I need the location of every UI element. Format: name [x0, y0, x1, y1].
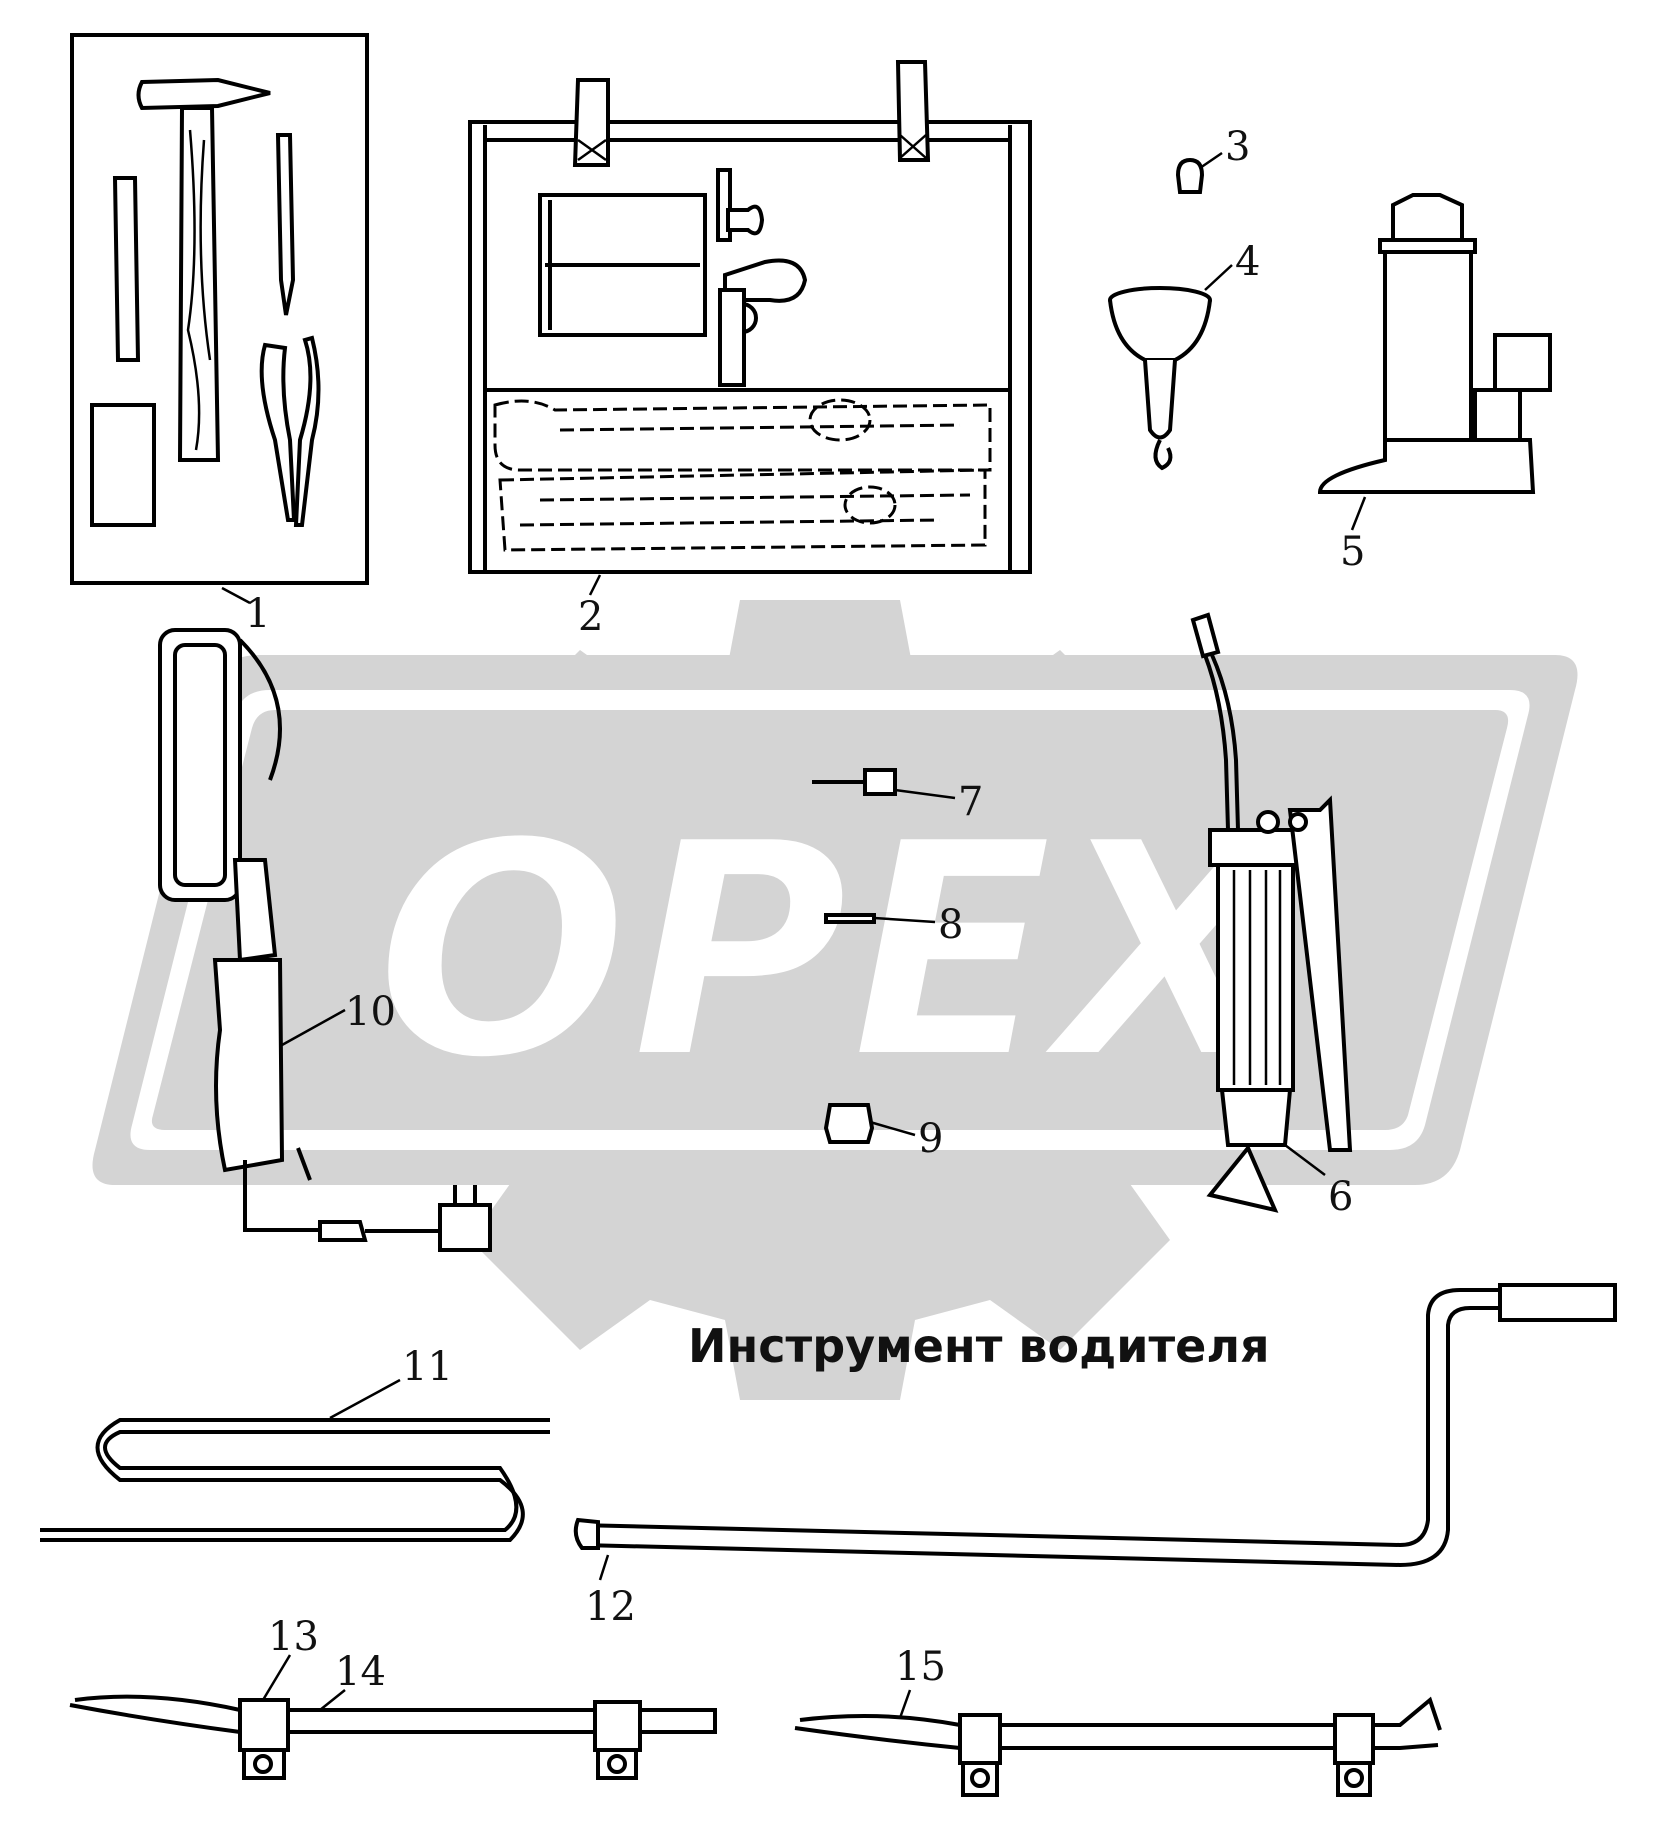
hydraulic-jack-icon — [1317, 193, 1552, 494]
callout-9: 9 — [918, 1116, 943, 1162]
watermark: OPEX — [92, 600, 1578, 1400]
callout-8: 8 — [938, 902, 963, 948]
chisel-icon — [112, 176, 141, 362]
hand-tools-kit — [70, 33, 369, 585]
callout-2: 2 — [578, 594, 603, 640]
watermark-text: OPEX — [374, 777, 1298, 1126]
small-part-9 — [823, 1103, 875, 1144]
callout-3: 3 — [1225, 124, 1250, 170]
crank-handle-icon — [573, 1283, 1617, 1568]
callout-12: 12 — [585, 1584, 636, 1630]
work-lamp-icon — [158, 628, 320, 1232]
leader-lines — [221, 151, 1367, 1719]
small-part-7 — [812, 768, 897, 796]
punch-icon — [275, 133, 296, 316]
callouts: 1 2 3 4 5 6 7 8 9 10 11 12 13 14 15 — [245, 124, 1365, 1695]
callout-1: 1 — [245, 591, 270, 637]
tire-lever-15 — [794, 1696, 1442, 1797]
funnel-icon — [1108, 286, 1212, 471]
callout-7: 7 — [958, 779, 983, 825]
callout-15: 15 — [895, 1644, 946, 1690]
callout-5: 5 — [1340, 529, 1365, 575]
figure-caption: Инструмент водителя — [688, 1319, 1270, 1373]
hammer-icon — [136, 77, 271, 462]
small-part-8 — [824, 913, 876, 924]
callout-4: 4 — [1235, 239, 1260, 285]
light-bulb-icon — [1175, 157, 1205, 194]
pliers-icon — [259, 335, 321, 527]
callout-10: 10 — [345, 989, 396, 1035]
tool-bag-icon — [468, 60, 1032, 574]
callout-11: 11 — [402, 1344, 453, 1390]
callout-14: 14 — [335, 1649, 386, 1695]
instruction-card — [90, 403, 156, 527]
wheel-key-icon — [40, 1418, 550, 1542]
tire-lever-icon — [69, 1694, 717, 1780]
callout-13: 13 — [268, 1614, 319, 1660]
plug-icon — [318, 1185, 492, 1252]
grease-gun-icon — [1190, 612, 1353, 1213]
callout-6: 6 — [1328, 1174, 1353, 1220]
